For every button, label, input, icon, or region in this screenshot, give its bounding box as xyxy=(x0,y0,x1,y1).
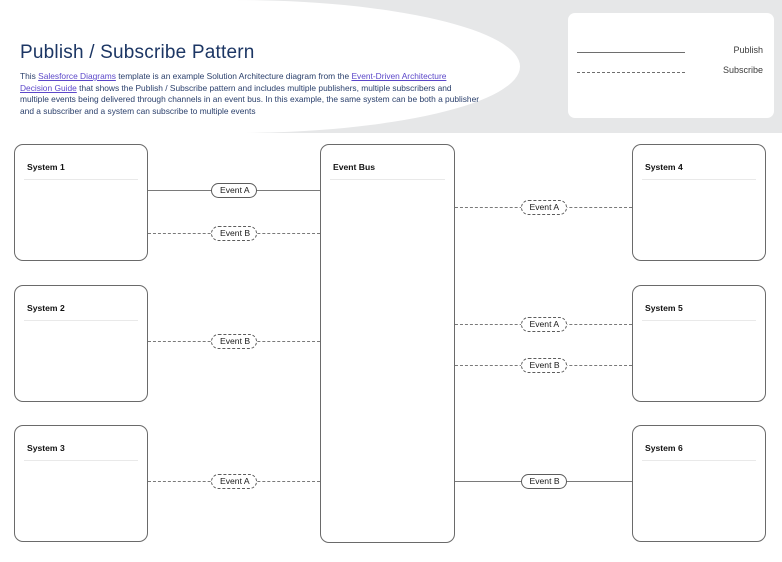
legend-row-subscribe: Subscribe xyxy=(568,65,774,79)
legend-label-publish: Publish xyxy=(733,45,763,55)
page-title: Publish / Subscribe Pattern xyxy=(20,42,255,63)
intro-text-0: This xyxy=(20,71,39,81)
event-pill[interactable]: Event A xyxy=(520,317,567,332)
legend-box: Publish Subscribe xyxy=(568,13,774,118)
event-pill[interactable]: Event B xyxy=(520,474,567,489)
node-title: System 2 xyxy=(27,303,65,313)
node-system-3[interactable]: System 3 xyxy=(14,425,148,542)
solid-line-icon xyxy=(577,52,685,53)
node-system-6[interactable]: System 6 xyxy=(632,425,766,542)
event-pill[interactable]: Event A xyxy=(211,183,257,198)
event-pill[interactable]: Event A xyxy=(520,200,567,215)
node-title: System 1 xyxy=(27,162,65,172)
node-title-divider xyxy=(24,460,138,461)
node-title: System 3 xyxy=(27,443,65,453)
header-white-panel xyxy=(0,0,520,133)
event-pill[interactable]: Event B xyxy=(211,226,257,241)
intro-paragraph: This Salesforce Diagrams template is an … xyxy=(20,71,480,117)
legend-row-publish: Publish xyxy=(568,45,774,59)
event-pill[interactable]: Event A xyxy=(211,474,257,489)
node-title-divider xyxy=(642,460,756,461)
node-title: System 5 xyxy=(645,303,683,313)
node-title-divider xyxy=(642,320,756,321)
node-system-4[interactable]: System 4 xyxy=(632,144,766,261)
node-title: System 4 xyxy=(645,162,683,172)
node-system-1[interactable]: System 1 xyxy=(14,144,148,261)
diagram-area: System 1 System 2 System 3 System 4 System 5… xyxy=(0,133,782,562)
node-title-divider xyxy=(642,179,756,180)
node-title-divider xyxy=(24,320,138,321)
event-pill[interactable]: Event B xyxy=(520,358,567,373)
intro-link-1[interactable]: Salesforce Diagrams xyxy=(38,71,116,81)
node-title: Event Bus xyxy=(333,162,376,172)
node-system-5[interactable]: System 5 xyxy=(632,285,766,402)
intro-text-2: template is an example Solution Architec… xyxy=(115,71,352,81)
dashed-line-icon xyxy=(577,72,685,73)
intro-link-3[interactable]: Event-Driven Architecture Decision Guide xyxy=(20,71,447,93)
node-title-divider xyxy=(24,179,138,180)
node-event-bus[interactable]: Event Bus xyxy=(320,144,455,543)
event-pill[interactable]: Event B xyxy=(211,334,257,349)
legend-label-subscribe: Subscribe xyxy=(722,65,763,75)
node-title-divider xyxy=(330,179,445,180)
node-system-2[interactable]: System 2 xyxy=(14,285,148,402)
node-title: System 6 xyxy=(645,443,683,453)
intro-text-4: that shows the Publish / Subscribe patte… xyxy=(20,82,480,116)
